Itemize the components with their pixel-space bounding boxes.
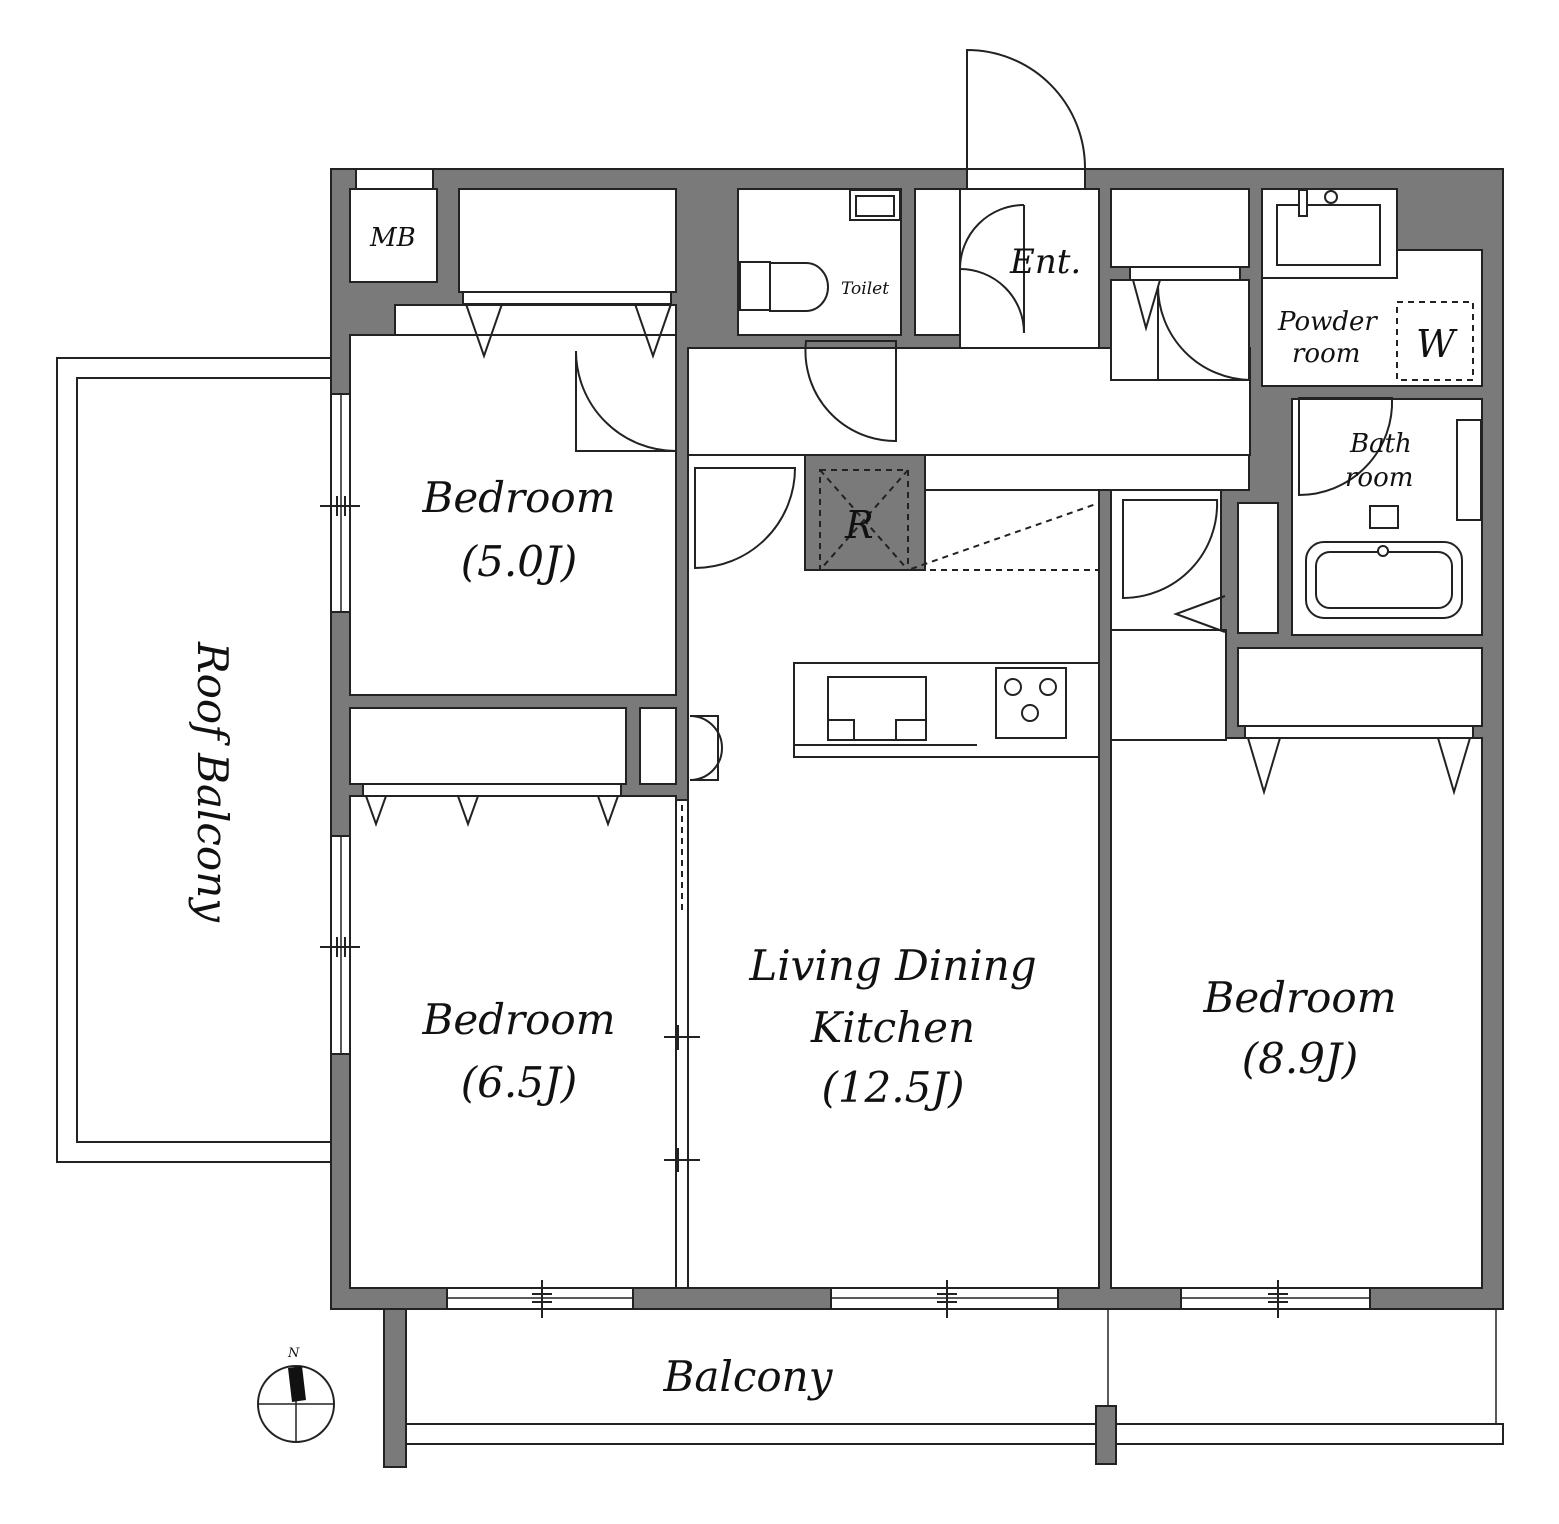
bedroom-w-size: (6.5J): [461, 1058, 577, 1107]
north-compass: N: [257, 1346, 335, 1443]
bath-room-label-2: room: [1345, 463, 1413, 493]
room-bedroom-w: [349, 795, 677, 1289]
ldk-name-line1: Living Dining: [748, 941, 1036, 990]
room-ldk: [687, 454, 1100, 1289]
mb-box: [349, 188, 438, 283]
toilet-label: Toilet: [841, 279, 889, 299]
closet-doors: [362, 266, 1474, 827]
entrance-door: [966, 48, 1086, 190]
closet-nw: [458, 188, 677, 293]
closet-w: [349, 707, 627, 785]
closet-e: [1237, 647, 1483, 727]
balcony-label: Balcony: [663, 1352, 834, 1401]
room-bedroom-nw: [349, 334, 677, 696]
powder-fixtures: [1276, 189, 1474, 381]
bedroom-nw-name: Bedroom: [421, 473, 615, 522]
powder-room-label-2: room: [1292, 339, 1360, 369]
balcony: [383, 1308, 1504, 1468]
shoe-cabinet: [914, 188, 961, 336]
powder-room-label-1: Powder: [1277, 307, 1378, 337]
bath-room-label-1: Bath: [1349, 429, 1412, 459]
refrigerator-label: R: [844, 503, 874, 547]
refrigerator-space: [819, 469, 1100, 571]
roof-balcony-label: Roof Balcony: [188, 641, 237, 923]
washer-label: W: [1416, 322, 1458, 366]
ldk-name-line2: Kitchen: [810, 1003, 975, 1052]
sliding-partition: [664, 799, 700, 1289]
kitchen-counter: [793, 662, 1100, 758]
bath-fixtures: [1305, 419, 1482, 619]
bedroom-e-size: (8.9J): [1242, 1034, 1358, 1083]
closet-ne: [1110, 188, 1250, 268]
doors: [575, 204, 1394, 781]
bedroom-nw-size: (5.0J): [461, 537, 577, 586]
toilet-fixtures: [739, 189, 901, 312]
ldk-size: (12.5J): [821, 1063, 964, 1112]
compass-north-label: N: [287, 1346, 300, 1361]
bedroom-e-name: Bedroom: [1202, 973, 1396, 1022]
small-closet: [639, 707, 677, 785]
room-bedroom-e: [1110, 737, 1483, 1289]
entrance-room: [959, 188, 1100, 349]
windows: [320, 393, 1371, 1318]
bedroom-w-name: Bedroom: [421, 995, 615, 1044]
entrance-label: Ent.: [1009, 242, 1081, 282]
mb-label: MB: [369, 223, 416, 253]
